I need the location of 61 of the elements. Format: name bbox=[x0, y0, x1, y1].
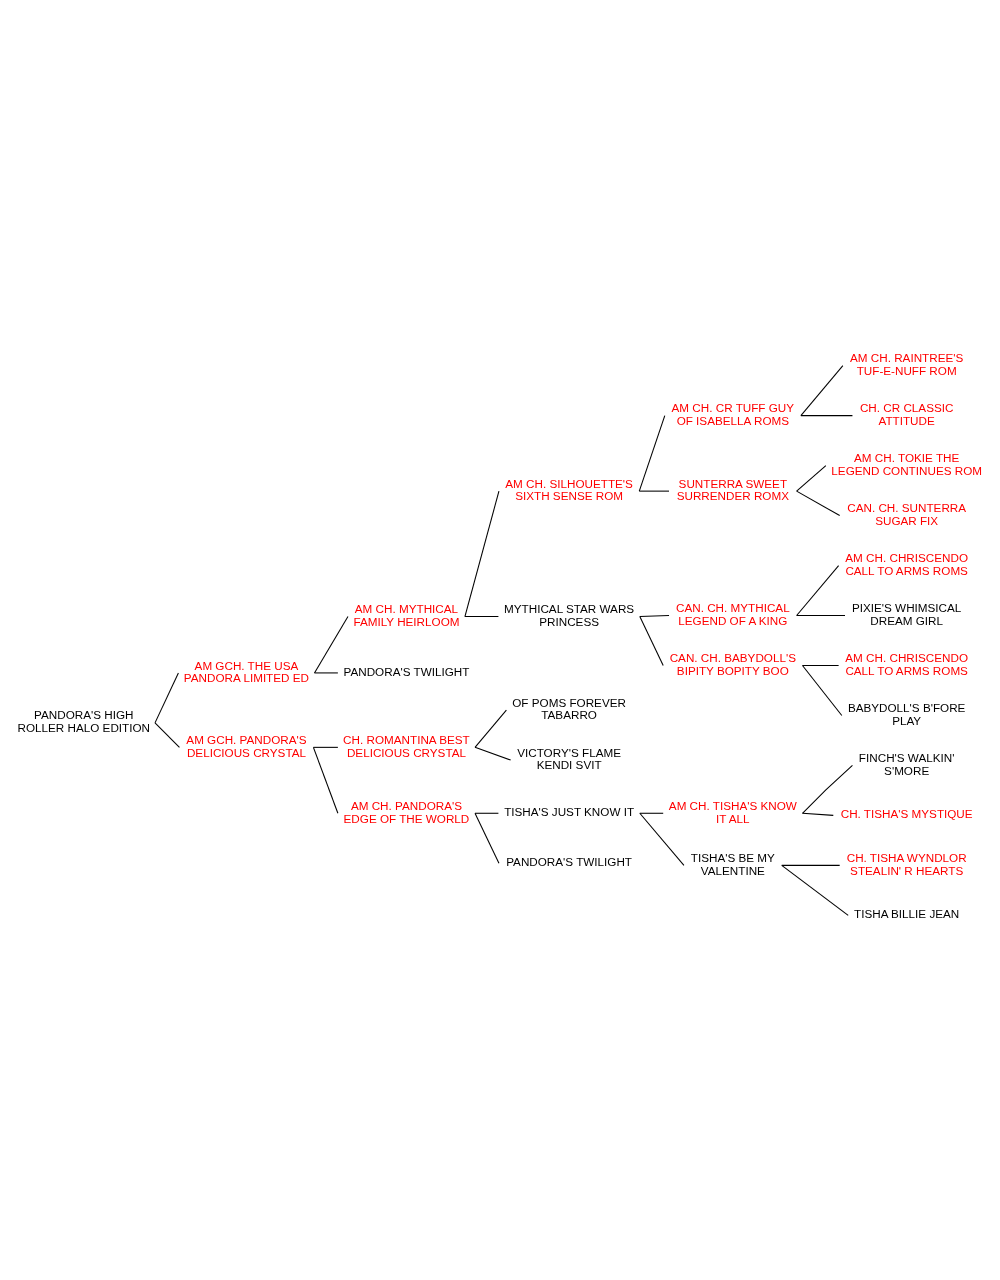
node-text: VICTORY'S FLAME KENDI SVIT bbox=[517, 745, 621, 771]
node-text: BABYDOLL'S B'FORE PLAY bbox=[847, 700, 966, 727]
connector bbox=[313, 671, 339, 673]
connector bbox=[801, 812, 834, 816]
node-text: AM CH. CHRISCENDO CALL TO ARMS ROMS bbox=[845, 550, 969, 577]
node-text: AM CH. SILHOUETTE'S SIXTH SENSE ROM bbox=[505, 476, 633, 502]
connector bbox=[313, 615, 349, 673]
connector bbox=[781, 864, 841, 866]
node-text: AM CH. PANDORA'S EDGE OF THE WORLD bbox=[343, 798, 470, 825]
connector bbox=[638, 414, 666, 492]
connector bbox=[796, 564, 840, 616]
connector bbox=[474, 746, 512, 761]
connector bbox=[781, 864, 849, 916]
node-text: CAN. CH. BABYDOLL'S BIPITY BOPITY BOO bbox=[669, 650, 796, 677]
node-text: AM CH. CR TUFF GUY OF ISABELLA ROMS bbox=[671, 400, 795, 427]
connector bbox=[639, 812, 685, 866]
connector bbox=[464, 615, 499, 617]
node-text: PANDORA'S TWILIGHT bbox=[343, 664, 470, 678]
connector bbox=[474, 812, 500, 864]
connector bbox=[801, 664, 840, 666]
node-text: PANDORA'S HIGH ROLLER HALO EDITION bbox=[17, 707, 151, 734]
node-text: TISHA BILLIE JEAN bbox=[854, 906, 960, 920]
node-text: TISHA'S BE MY VALENTINE bbox=[690, 850, 775, 877]
connector bbox=[639, 812, 664, 814]
node-text: CAN. CH. SUNTERRA SUGAR FIX bbox=[847, 500, 967, 527]
node-text: AM CH. TOKIE THE LEGEND CONTINUES ROM bbox=[831, 450, 982, 477]
connector bbox=[154, 721, 180, 748]
node-text: AM CH. RAINTREE'S TUF-E-NUFF ROM bbox=[850, 350, 964, 377]
node-text: AM GCH. PANDORA'S DELICIOUS CRYSTAL bbox=[186, 732, 307, 759]
node-text: MYTHICAL STAR WARS PRINCESS bbox=[504, 601, 635, 628]
connector bbox=[474, 812, 499, 814]
node-text: FINCH'S WALKIN' S'MORE bbox=[858, 750, 955, 777]
node-text: CH. TISHA'S MYSTIQUE bbox=[840, 806, 973, 820]
connector bbox=[796, 464, 827, 492]
connector bbox=[154, 671, 179, 723]
node-text: CH. TISHA WYNDLOR STEALIN' R HEARTS bbox=[846, 850, 967, 877]
connector bbox=[796, 490, 841, 516]
node-text: SUNTERRA SWEET SURRENDER ROMX bbox=[676, 476, 790, 502]
node-text: CH. ROMANTINA BEST DELICIOUS CRYSTAL bbox=[343, 732, 470, 759]
node-text: CAN. CH. MYTHICAL LEGEND OF A KING bbox=[676, 600, 790, 627]
connector bbox=[800, 364, 844, 416]
node-text: AM CH. MYTHICAL FAMILY HEIRLOOM bbox=[353, 601, 460, 628]
connector bbox=[639, 615, 664, 666]
node-text: PIXIE'S WHIMSICAL DREAM GIRL bbox=[851, 600, 962, 627]
connector bbox=[312, 746, 339, 748]
node-text: PANDORA'S TWILIGHT bbox=[506, 854, 633, 868]
connector bbox=[464, 490, 500, 617]
node-text: CH. CR CLASSIC ATTITUDE bbox=[859, 400, 954, 427]
connector bbox=[801, 664, 843, 716]
node-text: AM GCH. THE USA PANDORA LIMITED ED bbox=[183, 658, 309, 684]
connector bbox=[800, 414, 853, 416]
connector bbox=[801, 764, 853, 814]
node-text: OF POMS FOREVER TABARRO bbox=[512, 695, 626, 721]
node-text: AM CH. CHRISCENDO CALL TO ARMS ROMS bbox=[845, 650, 969, 677]
node-text: AM CH. TISHA'S KNOW IT ALL bbox=[668, 798, 797, 825]
connector bbox=[796, 614, 846, 616]
connector bbox=[638, 490, 670, 492]
node-text: TISHA'S JUST KNOW IT bbox=[504, 804, 635, 818]
connector bbox=[639, 614, 670, 617]
connector bbox=[312, 746, 339, 814]
connector bbox=[474, 709, 507, 748]
